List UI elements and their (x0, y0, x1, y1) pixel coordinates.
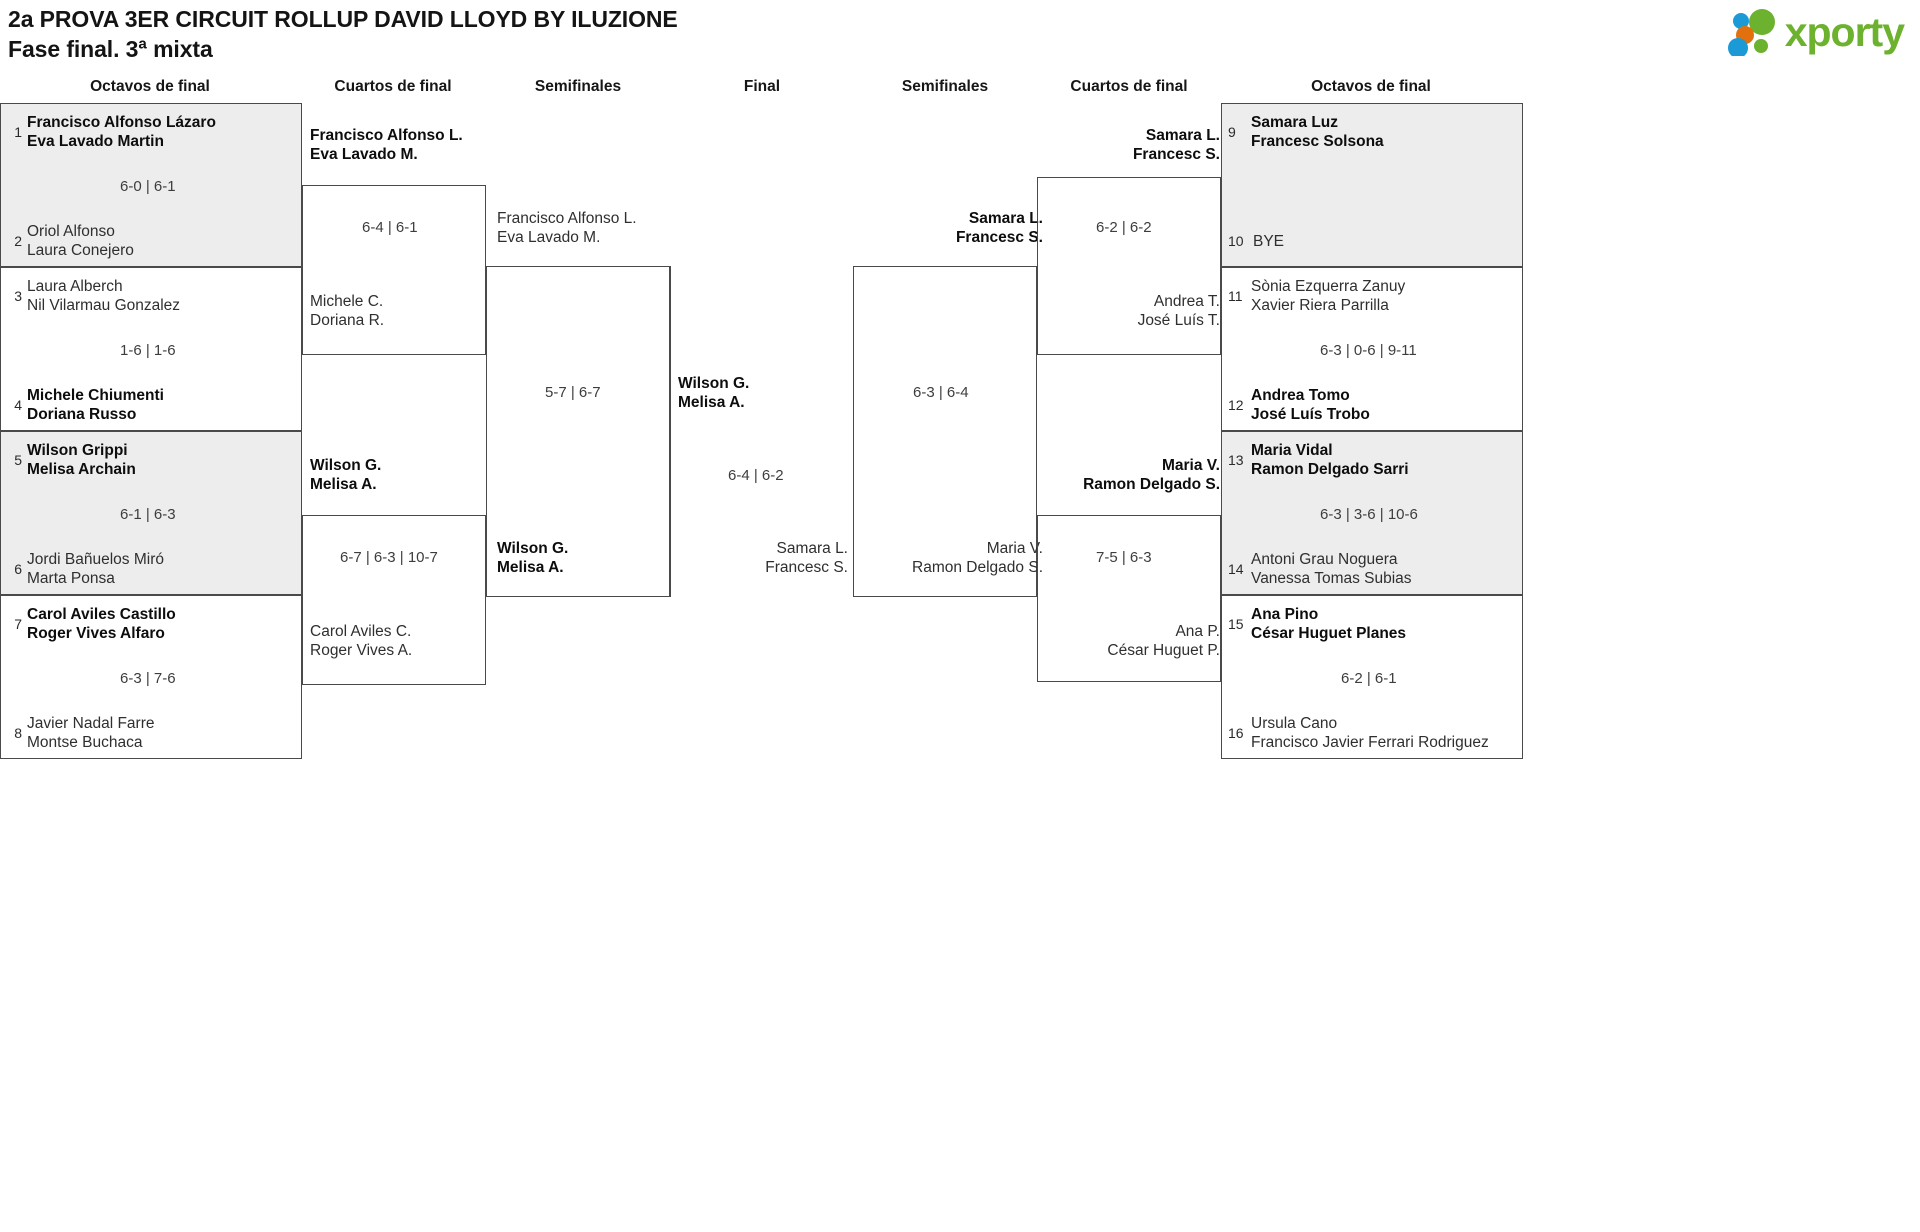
seed-number: 7 (14, 616, 22, 632)
team-left-r16-4-bottom: Javier Nadal Farre Montse Buchaca (27, 715, 155, 751)
seed-number: 1 (14, 124, 22, 140)
team-right-r16-2-top: Sònia Ezquerra Zanuy Xavier Riera Parril… (1251, 278, 1406, 314)
match-box-left-r16-3[interactable] (0, 431, 302, 595)
seed-number: 14 (1228, 561, 1244, 577)
score-final: 6-4 | 6-2 (728, 467, 784, 484)
score-right-r16-3: 6-3 | 3-6 | 10-6 (1320, 506, 1418, 523)
score-left-qf-1: 6-4 | 6-1 (362, 219, 418, 236)
score-left-r16-4: 6-3 | 7-6 (120, 670, 176, 687)
score-right-sf: 6-3 | 6-4 (913, 384, 969, 401)
match-box-right-r16-2[interactable] (1221, 267, 1523, 431)
team-left-sf-top: Francisco Alfonso L. Eva Lavado M. (497, 210, 637, 246)
team-left-qf-2-bottom: Carol Aviles C. Roger Vives A. (310, 623, 413, 659)
seed-number: 3 (14, 288, 22, 304)
match-box-right-r16-1[interactable] (1221, 103, 1523, 267)
score-right-r16-2: 6-3 | 0-6 | 9-11 (1320, 342, 1417, 359)
round-header-right-qf: Cuartos de final (1070, 78, 1188, 95)
team-final-top: Wilson G. Melisa A. (678, 375, 750, 411)
score-left-r16-3: 6-1 | 6-3 (120, 506, 176, 523)
title-block: 2a PROVA 3ER CIRCUIT ROLLUP DAVID LLOYD … (8, 4, 678, 64)
logo-wordmark: xporty (1784, 8, 1905, 55)
match-box-left-r16-4[interactable] (0, 595, 302, 759)
logo-dots-icon (1727, 9, 1775, 56)
team-left-r16-2-bottom: Michele Chiumenti Doriana Russo (27, 387, 164, 423)
seed-number: 10 (1228, 233, 1244, 249)
seed-number: 5 (14, 452, 22, 468)
connector-final-left (670, 266, 671, 597)
team-right-qf-2-top: Maria V. Ramon Delgado S. (1083, 457, 1220, 493)
team-right-r16-4-top: Ana Pino César Huguet Planes (1251, 606, 1407, 642)
team-left-sf-bottom: Wilson G. Melisa A. (497, 540, 569, 576)
match-box-left-r16-1[interactable] (0, 103, 302, 267)
round-header-final: Final (743, 78, 781, 95)
team-right-sf-bottom: Maria V. Ramon Delgado S. (912, 540, 1043, 576)
team-right-r16-1-bottom: BYE (1253, 233, 1285, 250)
team-left-qf-1-top: Francisco Alfonso L. Eva Lavado M. (310, 127, 463, 163)
seed-number: 16 (1228, 725, 1244, 741)
team-right-r16-1-top: Samara Luz Francesc Solsona (1251, 114, 1384, 150)
team-left-r16-3-bottom: Jordi Bañuelos Miró Marta Ponsa (27, 551, 164, 587)
score-left-sf: 5-7 | 6-7 (545, 384, 601, 401)
round-header-left-qf: Cuartos de final (334, 78, 452, 95)
connector-right-sf (853, 266, 1037, 597)
team-final-bottom: Samara L. Francesc S. (765, 540, 848, 576)
seed-number: 12 (1228, 397, 1244, 413)
team-left-r16-3-top: Wilson Grippi Melisa Archain (27, 442, 136, 478)
team-right-r16-2-bottom: Andrea Tomo José Luís Trobo (1251, 387, 1370, 423)
seed-number: 15 (1228, 616, 1244, 632)
score-left-qf-2: 6-7 | 6-3 | 10-7 (340, 549, 438, 566)
round-header-left-r16: Octavos de final (90, 78, 210, 95)
team-right-r16-4-bottom: Ursula Cano Francisco Javier Ferrari Rod… (1251, 715, 1489, 751)
team-right-sf-top: Samara L. Francesc S. (955, 210, 1043, 246)
score-right-qf-1: 6-2 | 6-2 (1096, 219, 1152, 236)
page-title: 2a PROVA 3ER CIRCUIT ROLLUP DAVID LLOYD … (8, 6, 678, 32)
seed-number: 8 (14, 725, 22, 741)
seed-number: 2 (14, 233, 22, 249)
page-subtitle: Fase final. 3ª mixta (8, 36, 213, 62)
connector-left-qf-1 (302, 185, 486, 355)
connector-right-qf-2 (1037, 515, 1221, 682)
match-box-right-r16-4[interactable] (1221, 595, 1523, 759)
round-header-right-sf: Semifinales (901, 78, 989, 95)
score-left-r16-1: 6-0 | 6-1 (120, 178, 176, 195)
score-right-qf-2: 7-5 | 6-3 (1096, 549, 1152, 566)
score-left-r16-2: 1-6 | 1-6 (120, 342, 176, 359)
seed-number: 13 (1228, 452, 1244, 468)
team-right-qf-1-top: Samara L. Francesc S. (1132, 127, 1220, 163)
connector-left-sf (486, 266, 670, 597)
team-right-qf-2-bottom: Ana P. César Huguet P. (1107, 623, 1220, 659)
round-header-right-r16: Octavos de final (1311, 78, 1431, 95)
match-box-right-r16-3[interactable] (1221, 431, 1523, 595)
team-left-r16-4-top: Carol Aviles Castillo Roger Vives Alfaro (27, 606, 176, 642)
seed-number: 4 (14, 397, 22, 413)
team-right-r16-3-bottom: Antoni Grau Noguera Vanessa Tomas Subias (1251, 551, 1412, 587)
xporty-logo: xporty (1725, 6, 1905, 58)
seed-number: 6 (14, 561, 22, 577)
team-left-r16-1-top: Francisco Alfonso Lázaro Eva Lavado Mart… (27, 114, 216, 150)
team-left-r16-1-bottom: Oriol Alfonso Laura Conejero (27, 223, 134, 259)
team-left-qf-1-bottom: Michele C. Doriana R. (310, 293, 385, 329)
team-left-r16-2-top: Laura Alberch Nil Vilarmau Gonzalez (27, 278, 181, 314)
match-box-left-r16-2[interactable] (0, 267, 302, 431)
team-right-r16-3-top: Maria Vidal Ramon Delgado Sarri (1251, 442, 1409, 478)
round-header-left-sf: Semifinales (534, 78, 622, 95)
score-right-r16-4: 6-2 | 6-1 (1341, 670, 1397, 687)
connector-left-qf-2 (302, 515, 486, 685)
connector-right-qf-1 (1037, 177, 1221, 355)
team-right-qf-1-bottom: Andrea T. José Luís T. (1137, 293, 1220, 329)
seed-number: 11 (1228, 288, 1243, 304)
team-left-qf-2-top: Wilson G. Melisa A. (310, 457, 382, 493)
seed-number: 9 (1228, 124, 1236, 140)
